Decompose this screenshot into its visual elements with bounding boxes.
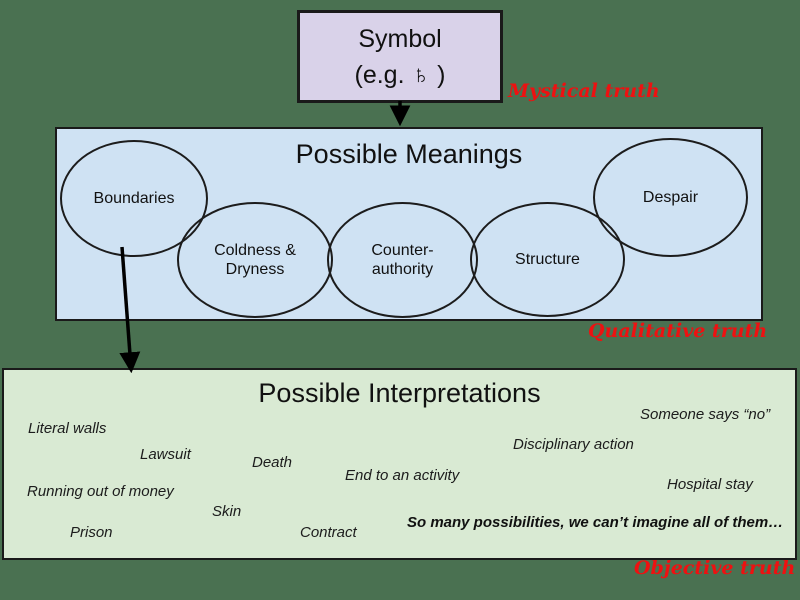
interpretation-running-out-of-money: Running out of money bbox=[27, 483, 174, 500]
interpretation-disciplinary-action: Disciplinary action bbox=[513, 436, 634, 453]
interpretation-prison: Prison bbox=[70, 524, 113, 541]
interpretation-end-to-activity: End to an activity bbox=[345, 467, 460, 484]
possible-meanings-title: Possible Meanings bbox=[295, 139, 523, 169]
meaning-ellipse-coldness-dryness: Coldness & Dryness bbox=[177, 202, 333, 318]
symbol-box-line1: Symbol bbox=[358, 24, 442, 53]
ellipse-label: Counter- bbox=[371, 242, 434, 259]
objective-truth-label: Objective truth bbox=[634, 557, 796, 579]
ellipse-label: authority bbox=[371, 261, 434, 278]
interpretations-note: So many possibilities, we can’t imagine … bbox=[407, 514, 784, 531]
ellipse-label: Dryness bbox=[225, 261, 285, 278]
symbol-box: Symbol (e.g. ♄ ) bbox=[297, 10, 503, 103]
ellipse-label: Structure bbox=[515, 251, 580, 268]
ellipse-label: Coldness & bbox=[214, 242, 296, 259]
interpretation-skin: Skin bbox=[212, 503, 242, 520]
meaning-ellipse-boundaries: Boundaries bbox=[60, 140, 208, 257]
qualitative-truth-label: Qualitative truth bbox=[588, 320, 768, 342]
interpretation-death: Death bbox=[252, 454, 293, 471]
interpretation-contract: Contract bbox=[300, 524, 357, 541]
symbol-box-line2-saturn-symbol: (e.g. ♄ ) bbox=[354, 60, 446, 89]
interpretation-lawsuit: Lawsuit bbox=[140, 446, 191, 463]
interpretation-someone-says-no: Someone says “no” bbox=[640, 406, 771, 423]
mystical-truth-label: Mystical truth bbox=[508, 80, 660, 102]
possible-meanings-box: Possible Meanings Boundaries Coldness & … bbox=[55, 127, 763, 321]
possible-interpretations-box: Possible Interpretations Literal walls L… bbox=[2, 368, 797, 560]
ellipse-label: Boundaries bbox=[93, 190, 175, 207]
meaning-ellipse-structure: Structure bbox=[470, 202, 625, 317]
interpretation-literal-walls: Literal walls bbox=[28, 420, 107, 437]
possible-interpretations-title: Possible Interpretations bbox=[258, 378, 541, 408]
meaning-ellipse-despair: Despair bbox=[593, 138, 748, 257]
meaning-ellipse-counter-authority: Counter- authority bbox=[327, 202, 478, 318]
interpretation-hospital-stay: Hospital stay bbox=[667, 476, 753, 493]
ellipse-label: Despair bbox=[642, 189, 699, 206]
